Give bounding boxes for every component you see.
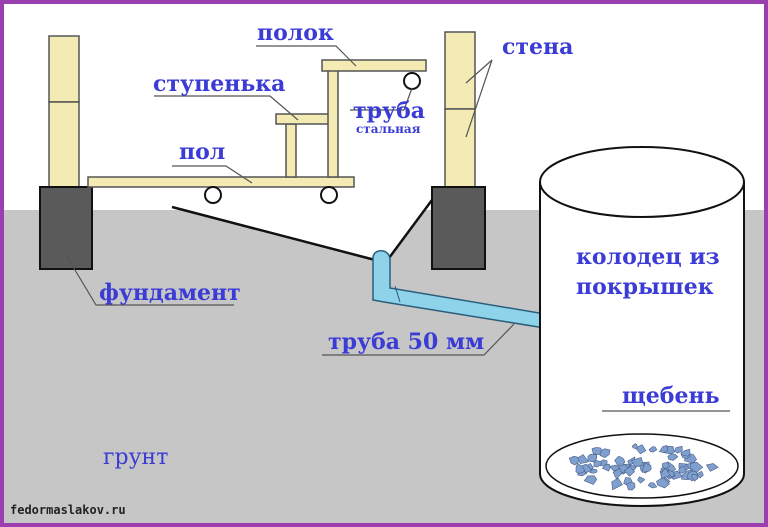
gravel-stone (690, 461, 704, 473)
gravel-stone (587, 454, 598, 463)
gravel-stone (641, 462, 652, 473)
floor-wheel-right (320, 186, 338, 204)
gravel-stone (705, 463, 719, 472)
label-well-line1: колодец из (576, 244, 720, 270)
gravel-stone (623, 466, 635, 477)
gravel-stone (593, 460, 602, 468)
shelf-structure (321, 59, 427, 178)
pipe-50mm-joint (394, 285, 401, 303)
label-wall: стена (502, 34, 573, 60)
floor-wheel-left (204, 186, 222, 204)
gravel-stone (648, 446, 658, 453)
gravel-stone (678, 465, 687, 474)
gravel-stone (611, 477, 623, 491)
leader-lines (65, 45, 730, 412)
step-structure (275, 113, 335, 178)
foundation-right (431, 186, 486, 270)
sauna-drain-diagram: полок стена ступенька труба стальная пол… (4, 20, 764, 523)
label-shelf: полок (257, 20, 334, 46)
label-step: ступенька (153, 71, 285, 97)
site-credit: fedormaslakov.ru (10, 503, 126, 517)
gravel-stone (630, 457, 644, 468)
gravel-stone (680, 449, 691, 457)
drain-right-line (387, 199, 434, 259)
right-wall (444, 31, 476, 188)
gravel-stone (602, 463, 611, 472)
label-gravel: щебень (622, 383, 720, 409)
label-floor: пол (179, 139, 225, 165)
label-pipe-50mm: труба 50 мм (328, 329, 484, 355)
gravel-stone (614, 455, 626, 466)
gravel-stone (626, 481, 636, 491)
left-wall (48, 35, 80, 188)
gravel-stone (667, 453, 679, 461)
gravel-stone (637, 476, 646, 484)
steel-pipe-circle (403, 72, 421, 90)
gravel-stone (656, 477, 671, 489)
floor-board (87, 176, 355, 188)
gravel-stone (661, 461, 670, 470)
gravel-stones (568, 443, 719, 491)
gravel-stone (583, 475, 598, 485)
label-pipe: труба (353, 98, 425, 124)
label-foundation: фундамент (99, 280, 241, 306)
gravel-stone (658, 445, 669, 453)
gravel-stone (575, 462, 586, 474)
gravel-stone (577, 454, 590, 465)
gravel-stone (631, 443, 638, 449)
gravel-stone (612, 468, 623, 480)
gravel-stone (674, 445, 683, 454)
tire-well-top (539, 146, 745, 218)
drain-slope-line (171, 205, 380, 263)
gravel-stone (599, 448, 611, 459)
gravel-stone (660, 467, 671, 479)
pipe-50mm-elbow (372, 250, 558, 331)
tire-well (539, 181, 745, 507)
label-pipe-note: стальная (356, 122, 421, 136)
gravel-stone (609, 464, 621, 472)
label-well-line2: покрышек (576, 274, 714, 300)
label-ground: грунт (103, 445, 168, 470)
foundation-left (39, 186, 93, 270)
gravel-stone (691, 474, 699, 482)
ground-slope (90, 190, 434, 262)
gravel-stone (647, 482, 658, 489)
